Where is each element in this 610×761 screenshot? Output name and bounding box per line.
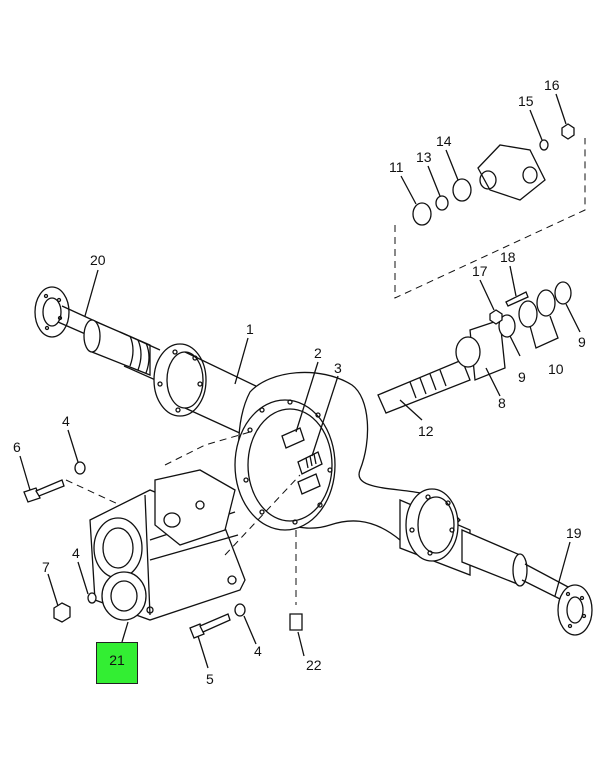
- part-17-nut: [489, 309, 503, 325]
- part-21-differential-carrier: [89, 469, 246, 621]
- part-15-washer: [539, 139, 549, 151]
- callout-21-highlight[interactable]: [96, 642, 138, 684]
- part-9-seal-outer: [554, 281, 572, 305]
- part-3-stud: [297, 451, 323, 495]
- part-8-bearing-retainer: [455, 319, 506, 381]
- part-yoke: [477, 144, 546, 201]
- callout-20: 20: [90, 252, 106, 268]
- callout-5: 5: [206, 671, 214, 687]
- callout-17: 17: [472, 263, 488, 279]
- callout-15: 15: [518, 93, 534, 109]
- part-9-seal-inner: [498, 314, 516, 338]
- subassembly-dashed-outline: [394, 138, 586, 299]
- part-4-washer-lower: [87, 592, 97, 604]
- callout-18: 18: [500, 249, 516, 265]
- callout-1: 1: [246, 321, 254, 337]
- callout-11: 11: [389, 159, 404, 175]
- part-1-axle-housing: [83, 319, 528, 587]
- callout-7: 7: [42, 559, 50, 575]
- callout-22: 22: [306, 657, 322, 673]
- callout-6: 6: [13, 439, 21, 455]
- alignment-line-upper: [164, 431, 251, 466]
- callout-9-inner: 9: [518, 369, 526, 385]
- part-11-snap-ring: [412, 202, 432, 226]
- callout-4-lower: 4: [72, 545, 80, 561]
- part-14-seal: [452, 178, 472, 202]
- callout-12: 12: [418, 423, 434, 439]
- callout-19: 19: [566, 525, 582, 541]
- callout-2: 2: [314, 345, 322, 361]
- part-16-nut: [561, 123, 575, 140]
- callout-16: 16: [544, 77, 560, 93]
- part-7-nut: [53, 602, 71, 623]
- callout-4-upper: 4: [62, 413, 70, 429]
- callout-13: 13: [416, 149, 432, 165]
- callout-4-right: 4: [254, 643, 262, 659]
- alignment-line-lower: [224, 474, 301, 556]
- alignment-line-left: [65, 479, 121, 506]
- callout-8: 8: [498, 395, 506, 411]
- part-22-plug: [289, 613, 303, 631]
- part-10-bearing-set: [518, 289, 556, 328]
- part-13-washer: [435, 195, 449, 211]
- callout-14: 14: [436, 133, 452, 149]
- callout-10: 10: [548, 361, 564, 377]
- part-18-bolt: [505, 291, 529, 307]
- leader-lines: [19, 93, 581, 669]
- part-4-washer-right: [234, 603, 246, 617]
- part-4-washer-upper: [74, 461, 86, 475]
- part-12-input-shaft: [377, 359, 471, 414]
- part-19-right-axle-shaft: [521, 563, 593, 636]
- callout-3: 3: [334, 360, 342, 376]
- callout-21: 21: [109, 652, 125, 668]
- part-2-stud: [281, 427, 305, 449]
- callout-9-outer: 9: [578, 334, 586, 350]
- part-5-bolt: [189, 613, 231, 639]
- part-6-bolt: [23, 479, 65, 503]
